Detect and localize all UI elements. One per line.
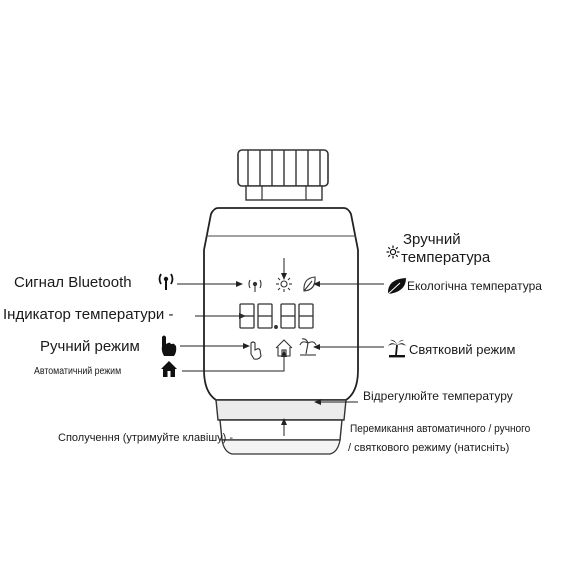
device-palm-icon [299,338,317,356]
label-holiday: Святковий режим [409,342,516,357]
device-sun-icon [276,276,292,292]
top-nut [237,149,329,201]
bluetooth-icon [158,273,174,290]
label-switch-line2: / святкового режиму (натисніть) [348,442,510,454]
label-eco: Екологічна температура [407,279,542,293]
hand-icon [161,335,177,356]
label-comfort-line2: температура [401,249,491,266]
digit-4 [298,303,314,329]
adjust-ring[interactable] [215,399,347,455]
label-pairing: Сполучення (утримуйте клавішу) - [58,432,234,444]
label-bluetooth: Сигнал Bluetooth [14,274,132,291]
device-bluetooth-icon [248,279,262,292]
segment-display [239,303,314,329]
digit-3 [280,303,296,329]
digit-1 [239,303,255,329]
device-house-icon [275,339,293,357]
leaf-icon [387,278,406,295]
house-icon [161,361,177,377]
device-leaf-icon [303,276,316,292]
label-auto-mode: Автоматичний режим [34,366,122,377]
label-comfort-line1: Зручний [403,231,461,248]
sun-icon [386,245,400,259]
label-adjust: Відрегулюйте температуру [363,389,513,403]
digit-2 [257,303,273,329]
palm-icon [388,339,406,358]
device-hand-icon [250,341,262,360]
label-manual-mode: Ручний режим [40,338,140,355]
label-switch-line1: Перемикання автоматичного / ручного [350,423,531,435]
label-temp-indicator: Індикатор температури - [3,306,174,323]
